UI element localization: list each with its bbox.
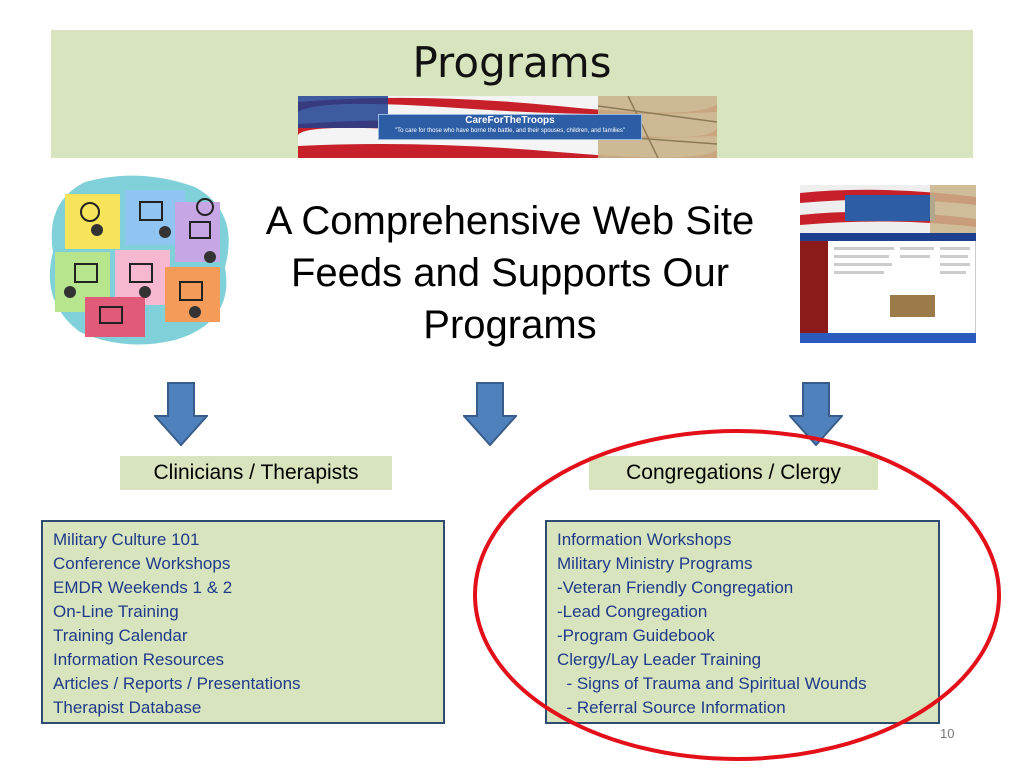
headline-text: A Comprehensive Web Site Feeds and Suppo… bbox=[265, 199, 755, 347]
down-arrow-icon bbox=[154, 382, 208, 446]
down-arrow-icon bbox=[789, 382, 843, 446]
list-item: On-Line Training bbox=[53, 602, 179, 621]
list-item: -Lead Congregation bbox=[557, 602, 708, 621]
list-item: -Veteran Friendly Congregation bbox=[557, 578, 794, 597]
list-item: -Program Guidebook bbox=[557, 626, 715, 645]
banner-logo-box: CareForTheTroops "To care for those who … bbox=[378, 114, 642, 140]
list-item: Articles / Reports / Presentations bbox=[53, 674, 301, 693]
list-item: Therapist Database bbox=[53, 698, 202, 717]
down-arrow-icon bbox=[463, 382, 517, 446]
list-item: Conference Workshops bbox=[53, 554, 231, 573]
list-item: Military Ministry Programs bbox=[557, 554, 753, 573]
people-at-computers-clipart bbox=[49, 175, 229, 345]
list-item: Clergy/Lay Leader Training bbox=[557, 650, 762, 669]
careforthetroops-banner: CareForTheTroops "To care for those who … bbox=[298, 96, 717, 158]
list-item: EMDR Weekends 1 & 2 bbox=[53, 578, 233, 597]
clinicians-label: Clinicians / Therapists bbox=[120, 456, 392, 490]
website-screenshot-thumbnail bbox=[800, 185, 976, 343]
list-item: Military Culture 101 bbox=[53, 530, 200, 549]
congregations-label: Congregations / Clergy bbox=[589, 456, 878, 490]
list-item: Training Calendar bbox=[53, 626, 188, 645]
list-item: Information Workshops bbox=[557, 530, 732, 549]
banner-tagline: "To care for those who have borne the ba… bbox=[394, 128, 626, 134]
list-item: - Referral Source Information bbox=[557, 698, 786, 717]
banner-site-name: CareForTheTroops bbox=[465, 115, 555, 126]
title-panel: Programs CareForTheTroops "To care for t… bbox=[51, 30, 973, 158]
page-number: 10 bbox=[940, 726, 955, 741]
clinicians-program-list: Military Culture 101 Conference Workshop… bbox=[41, 520, 445, 724]
list-item: Information Resources bbox=[53, 650, 225, 669]
congregations-program-list: Information Workshops Military Ministry … bbox=[545, 520, 940, 724]
list-item: - Signs of Trauma and Spiritual Wounds bbox=[557, 674, 867, 693]
highlight-oval bbox=[473, 429, 1001, 761]
slide-title: Programs bbox=[412, 38, 612, 87]
